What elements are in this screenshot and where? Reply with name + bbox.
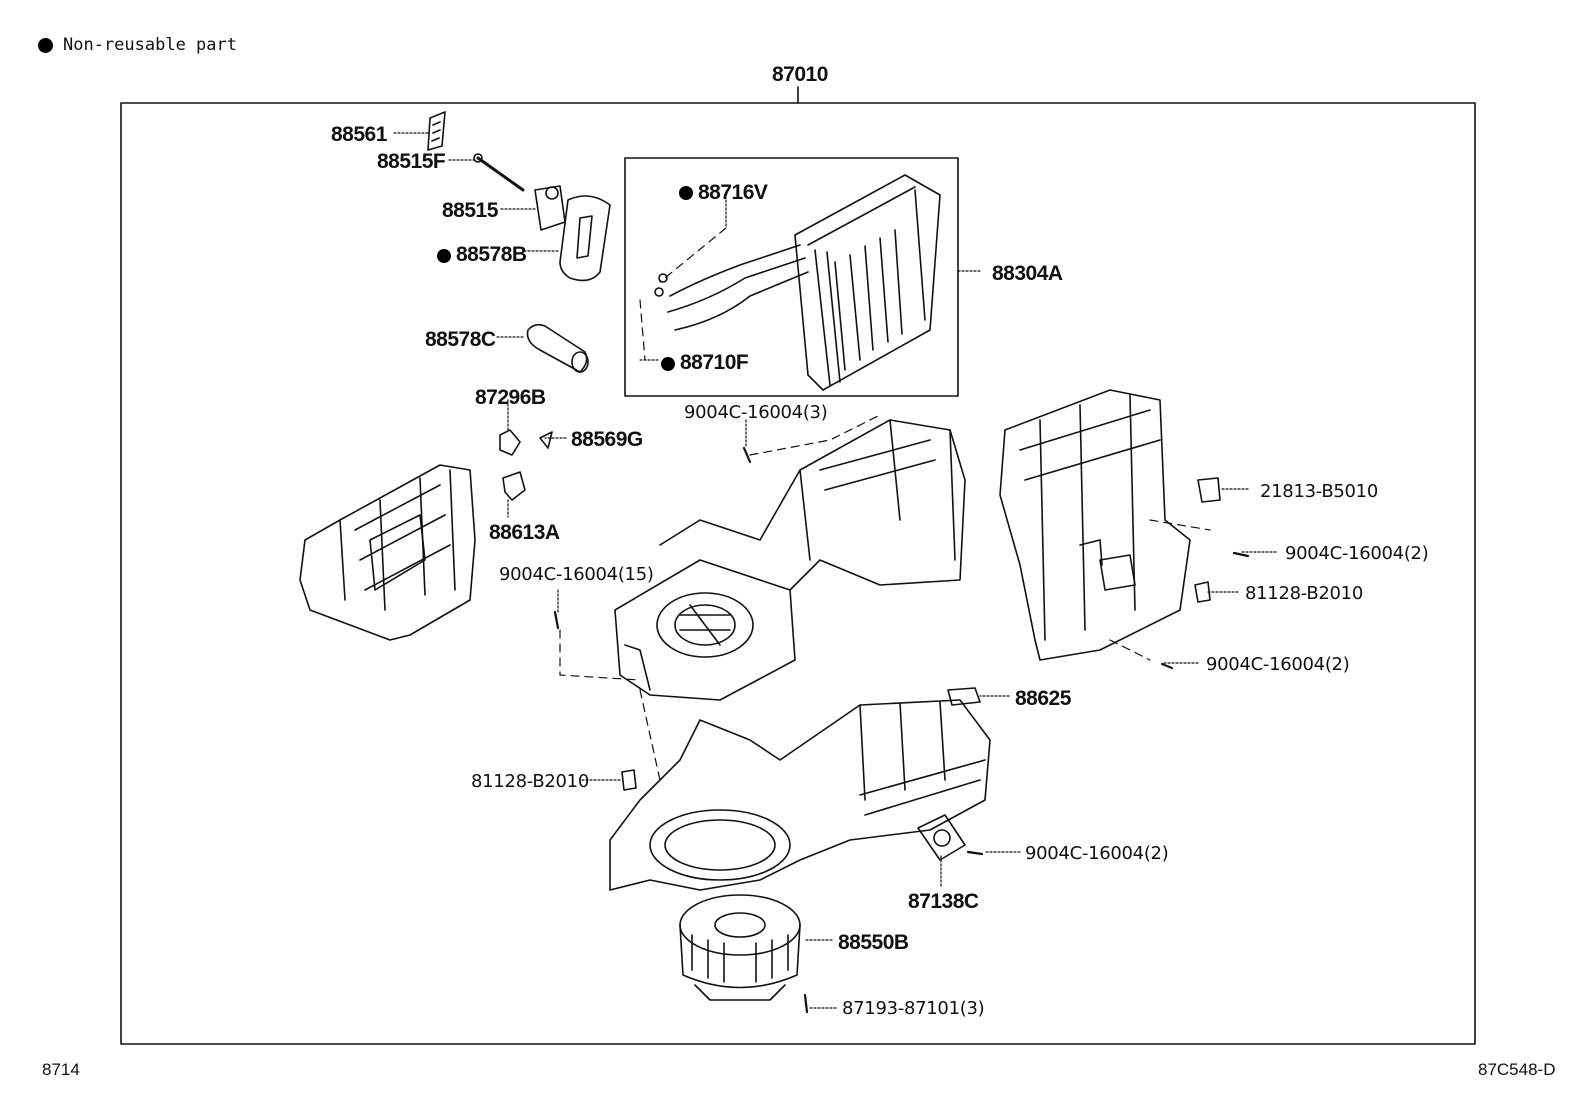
non-reusable-bullet-icon: [38, 37, 53, 53]
part-label-88578B: 88578B: [456, 243, 527, 266]
part-label-87138C: 87138C: [908, 890, 979, 913]
part-label-88578C: 88578C: [425, 328, 496, 351]
footer-right: 87C548-D: [1478, 1060, 1556, 1079]
part-label-81128-B2010-b: 81128-B2010: [471, 771, 589, 792]
part-label-88613A: 88613A: [489, 521, 560, 544]
expansion-valve-88515: [534, 185, 566, 231]
part-label-88515: 88515: [442, 199, 498, 222]
resistor-87138C: [917, 814, 966, 861]
evaporator-subframe: [624, 157, 959, 397]
part-label-21813-B5010: 21813-B5010: [1260, 481, 1378, 502]
part-label-88515F: 88515F: [377, 150, 446, 173]
non-reusable-bullet-icon: [679, 186, 693, 200]
part-label-88710F: 88710F: [680, 351, 749, 374]
part-label-9004C-16004-2-b: 9004C-16004(2): [1206, 654, 1350, 675]
part-label-87296B: 87296B: [475, 386, 546, 409]
bracket-87296B: [499, 429, 521, 456]
footer-left: 8714: [42, 1060, 80, 1079]
part-label-9004C-16004-2-a: 9004C-16004(2): [1285, 543, 1429, 564]
assembly-frame: [120, 102, 1476, 1045]
part-label-9004C-16004-3: 9004C-16004(3): [684, 402, 828, 423]
legend-text: Non-reusable part: [63, 35, 237, 55]
part-label-9004C-16004-2-c: 9004C-16004(2): [1025, 843, 1169, 864]
part-label-81128-B2010-a: 81128-B2010: [1245, 583, 1363, 604]
sensor-88625: [947, 687, 981, 706]
seal-88578B: [559, 195, 611, 282]
part-label-88550B: 88550B: [838, 931, 909, 954]
blower-case-lower: [609, 699, 991, 891]
bolt-88515F: [476, 156, 525, 192]
bracket-88613A: [502, 471, 526, 501]
evaporator-88304A: [654, 174, 941, 391]
non-reusable-bullet-icon: [437, 249, 451, 263]
assembly-number: 87010: [772, 63, 828, 86]
part-label-88304A: 88304A: [992, 262, 1063, 285]
part-label-87193-87101-3: 87193-87101(3): [842, 998, 985, 1019]
blower-motor-88550B: [679, 894, 801, 1001]
heater-case-left: [299, 464, 476, 641]
part-label-88716V: 88716V: [698, 181, 768, 204]
sleeve-88578C: [526, 323, 588, 373]
part-label-88625: 88625: [1015, 687, 1071, 710]
non-reusable-bullet-icon: [661, 357, 675, 371]
clip-88561: [427, 111, 446, 151]
blower-case-upper: [614, 419, 966, 701]
part-label-88569G: 88569G: [571, 428, 643, 451]
legend: Non-reusable part: [38, 35, 237, 55]
part-label-88561: 88561: [331, 123, 387, 146]
air-case-right: [999, 389, 1191, 661]
part-label-9004C-16004-15: 9004C-16004(15): [499, 564, 654, 585]
